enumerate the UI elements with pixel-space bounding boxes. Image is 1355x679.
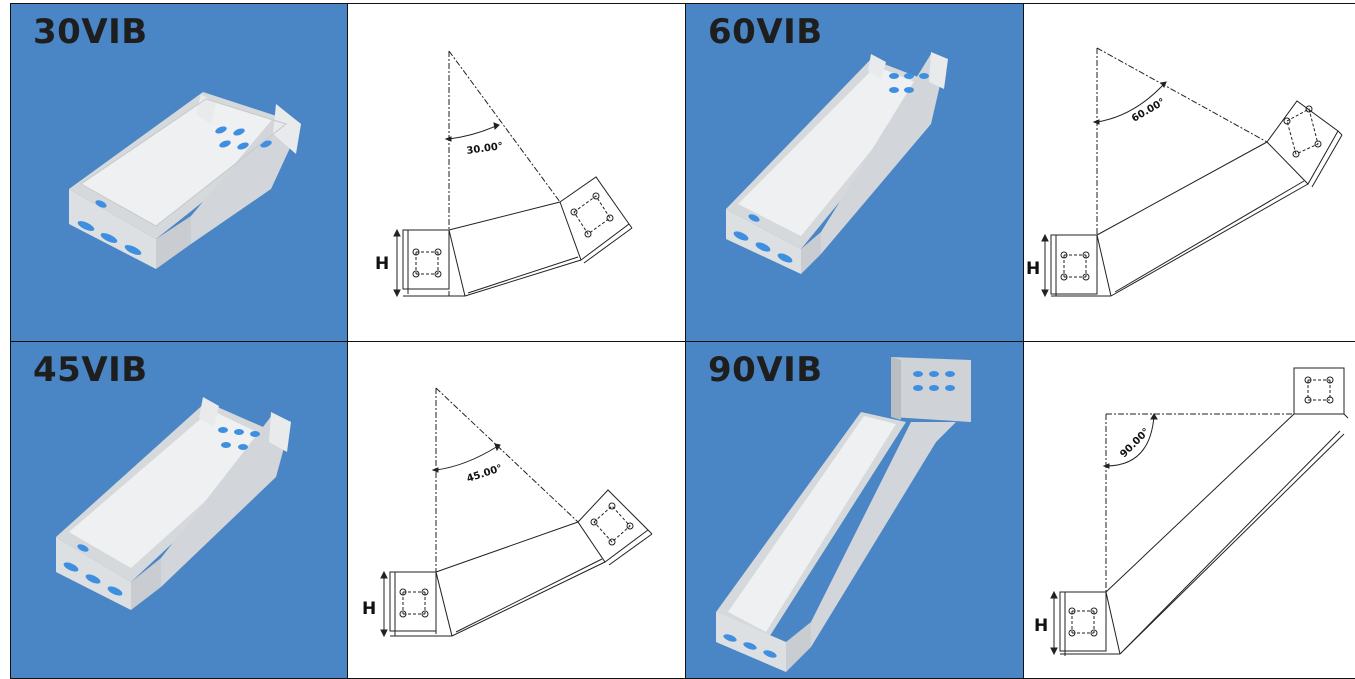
photo-cell-45vib: 45VIB	[10, 341, 348, 679]
angle-label: 60.00°	[1130, 97, 1167, 125]
drawing-cell-45vib: 45.00° H	[347, 341, 686, 679]
height-label: H	[1026, 259, 1040, 279]
angle-arc	[1096, 83, 1165, 123]
angle-arc	[448, 125, 497, 140]
angle-arc	[1105, 415, 1155, 467]
angle-drawing-30vib: 30.00° H	[375, 50, 633, 298]
end-plate	[402, 229, 450, 290]
angle-arc	[435, 445, 499, 471]
product-code: 45VIB	[33, 350, 148, 390]
height-label: H	[375, 254, 389, 274]
height-label: H	[1034, 616, 1048, 636]
end-plate	[559, 176, 630, 261]
tray-photo-45vib	[56, 397, 291, 610]
product-code: 90VIB	[708, 350, 823, 390]
angle-drawing-45vib: 45.00° H	[362, 387, 653, 638]
photo-cell-60vib: 60VIB	[685, 3, 1024, 342]
product-grid: 30VIB	[10, 3, 1355, 679]
product-code: 60VIB	[708, 12, 823, 52]
drawing-cell-30vib: 30.00° H	[347, 3, 686, 342]
tray-photo-90vib	[716, 357, 971, 672]
product-code: 30VIB	[33, 12, 148, 52]
angle-line	[448, 50, 561, 203]
drawing-cell-60vib: 60.00° H	[1023, 3, 1355, 342]
photo-cell-30vib: 30VIB	[10, 3, 348, 342]
height-label: H	[362, 599, 376, 619]
angle-drawing-90vib: 90.00° H	[1034, 367, 1349, 656]
angle-drawing-60vib: 60.00° H	[1026, 47, 1343, 298]
drawing-cell-90vib: 90.00° H	[1023, 341, 1355, 679]
tray-photo-30vib	[69, 92, 301, 269]
tray-photo-60vib	[726, 52, 948, 274]
angle-label: 45.00°	[466, 463, 504, 485]
angle-label: 30.00°	[466, 141, 504, 157]
photo-cell-90vib: 90VIB	[685, 341, 1024, 679]
